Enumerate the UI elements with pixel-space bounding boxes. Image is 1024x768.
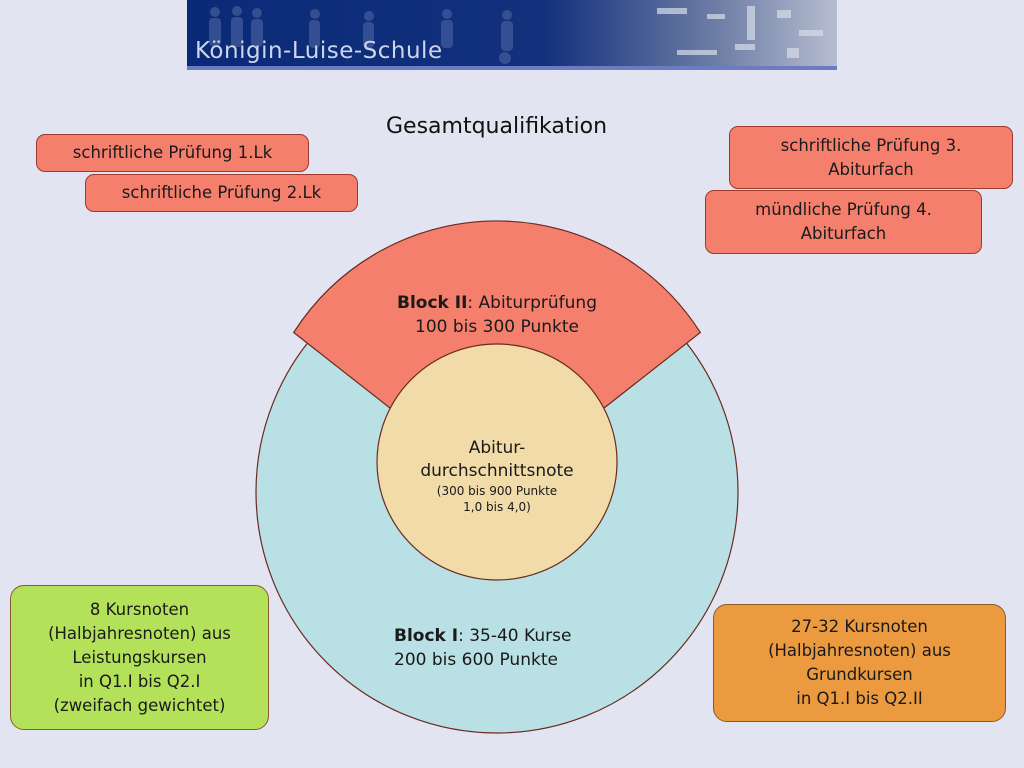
block2-points: 100 bis 300 Punkte: [415, 317, 579, 337]
exam-lk1-box: schriftliche Prüfung 1.Lk: [36, 134, 309, 172]
center-line1: Abitur-: [468, 438, 526, 458]
center-circle: [376, 343, 618, 581]
exam-lk2-label: schriftliche Prüfung 2.Lk: [121, 183, 322, 202]
block2-name: Block II: [396, 293, 468, 313]
gk-notes-line: (Halbjahresnoten) aus: [768, 641, 951, 660]
lk-notes-line: 8 Kursnoten: [89, 599, 190, 619]
gk-notes-line: Grundkursen: [806, 665, 913, 684]
lk-notes-line: Leistungskursen: [72, 647, 207, 667]
block2-label: Block II: Abiturprüfung 100 bis 300 Punk…: [384, 291, 610, 339]
block1-points: 200 bis 600 Punkte: [394, 650, 558, 670]
center-line3: (300 bis 900 Punkte: [436, 484, 558, 498]
school-name: Königin-Luise-Schule: [195, 38, 443, 64]
lk-notes-line: (zweifach gewichtet): [53, 695, 226, 715]
gk-notes-line: 27-32 Kursnoten: [791, 617, 928, 636]
oral-4-line1: mündliche Prüfung 4.: [755, 200, 932, 219]
exam-lk2-box: schriftliche Prüfung 2.Lk: [85, 174, 358, 212]
exam-3-box: schriftliche Prüfung 3. Abiturfach: [729, 126, 1013, 189]
exam-3-line2: Abiturfach: [828, 159, 914, 179]
center-line4: 1,0 bis 4,0): [463, 500, 531, 514]
gk-notes-line: in Q1.I bis Q2.II: [796, 689, 923, 708]
people-silhouettes-image: [209, 6, 823, 64]
oral-4-box: mündliche Prüfung 4. Abiturfach: [705, 190, 982, 254]
oral-4-line2: Abiturfach: [800, 224, 887, 243]
block1-desc: : 35-40 Kurse: [458, 626, 572, 646]
exam-lk1-label: schriftliche Prüfung 1.Lk: [72, 143, 273, 162]
center-label: Abitur- durchschnittsnote (300 bis 900 P…: [387, 437, 607, 515]
school-banner: Königin-Luise-Schule: [187, 0, 837, 70]
center-line2: durchschnittsnote: [420, 461, 574, 481]
banner-stripe: [187, 66, 837, 70]
lk-notes-line: in Q1.I bis Q2.I: [78, 671, 201, 691]
block1-label: Block I: 35-40 Kurse 200 bis 600 Punkte: [394, 624, 571, 672]
lk-notes-box: 8 Kursnoten (Halbjahresnoten) aus Leistu…: [10, 585, 269, 730]
page-title: Gesamtqualifikation: [386, 114, 608, 139]
gk-notes-box: 27-32 Kursnoten (Halbjahresnoten) aus Gr…: [713, 604, 1006, 722]
block2-desc: : Abiturprüfung: [467, 293, 597, 313]
lk-notes-line: (Halbjahresnoten) aus: [48, 623, 231, 643]
block1-name: Block I: [394, 626, 459, 646]
exam-3-line1: schriftliche Prüfung 3.: [780, 135, 962, 155]
